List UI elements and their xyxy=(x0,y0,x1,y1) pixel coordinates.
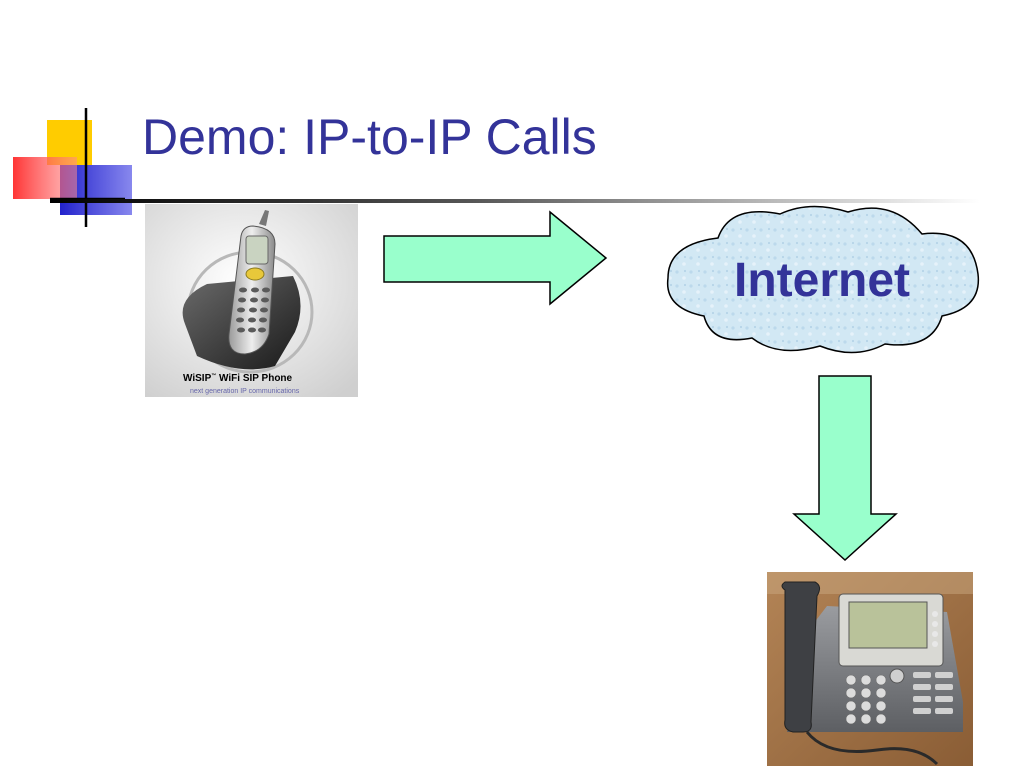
slide-title: Demo: IP-to-IP Calls xyxy=(142,109,597,165)
phone-caption-title: WiSIP™ WiFi SIP Phone xyxy=(183,373,293,384)
desk-ip-phone-image xyxy=(767,572,973,766)
arrow-right xyxy=(383,210,608,306)
logo-red-square xyxy=(13,157,77,199)
desk-phone-nav-key xyxy=(889,668,905,684)
wifi-sip-phone-image: WiSIP™ WiFi SIP Phone next generation IP… xyxy=(145,204,358,397)
internet-cloud: Internet xyxy=(666,205,980,354)
slide-logo-mark xyxy=(13,108,132,227)
phone-antenna xyxy=(259,210,269,226)
handset-nav-key xyxy=(245,267,265,281)
title-underline xyxy=(50,199,980,203)
desk-phone-screen xyxy=(848,601,928,649)
phone-caption-tagline: next generation IP communications xyxy=(190,388,300,395)
desk-phone-cord xyxy=(805,731,939,766)
internet-label: Internet xyxy=(734,254,910,307)
desk-phone-handset xyxy=(781,581,821,733)
handset-screen xyxy=(245,235,269,265)
arrow-down xyxy=(792,375,898,562)
